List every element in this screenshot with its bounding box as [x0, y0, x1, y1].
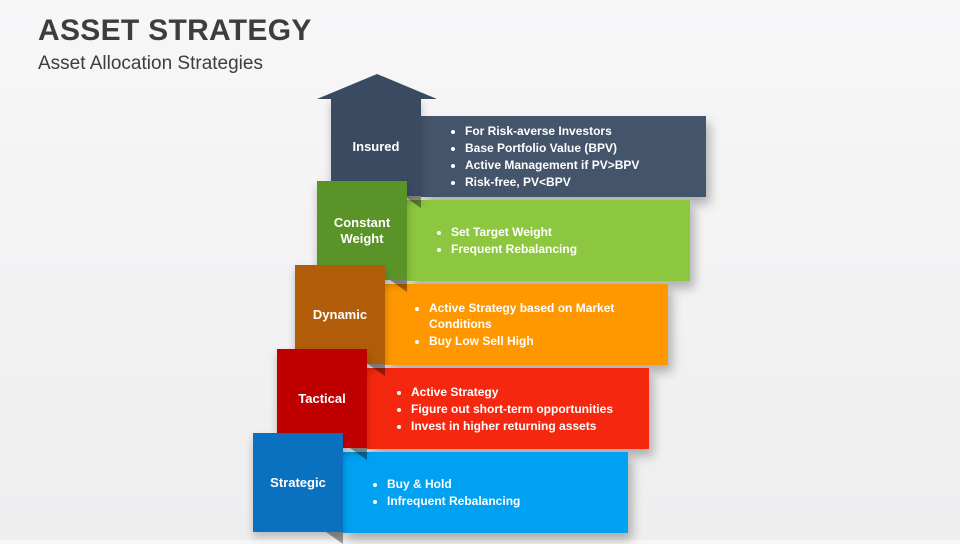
bullet-item: For Risk-averse Investors	[465, 123, 639, 139]
bullet-item: Buy Low Sell High	[429, 333, 658, 349]
tactical-label-box: Tactical	[277, 349, 367, 460]
level-label: Strategic	[270, 474, 326, 490]
bullet-item: Base Portfolio Value (BPV)	[465, 140, 639, 156]
bullet-item: Invest in higher returning assets	[411, 418, 613, 434]
dynamic-label-box: Dynamic	[295, 265, 385, 376]
bullet-item: Risk-free, PV<BPV	[465, 174, 639, 190]
bullet-item: Active Management if PV>BPV	[465, 157, 639, 173]
level-label: Tactical	[298, 390, 346, 406]
up-arrow-icon	[317, 74, 437, 99]
constant-weight-label-box: Constant Weight	[317, 181, 407, 292]
bullet-item: Active Strategy	[411, 384, 613, 400]
strategic-label-box: Strategic	[253, 433, 343, 544]
insured-bullets-panel: For Risk-averse Investors Base Portfolio…	[421, 116, 706, 197]
bullet-item: Figure out short-term opportunities	[411, 401, 613, 417]
level-label: Constant Weight	[333, 214, 391, 246]
insured-label-box: Insured	[331, 97, 421, 208]
slide-header: ASSET STRATEGY Asset Allocation Strategi…	[38, 14, 312, 76]
constant-weight-bullets-panel: Set Target Weight Frequent Rebalancing	[407, 200, 690, 281]
bullet-list: Active Strategy based on Market Conditio…	[385, 299, 668, 350]
page-subtitle: Asset Allocation Strategies	[38, 53, 263, 74]
bullet-item: Infrequent Rebalancing	[387, 493, 520, 509]
bullet-item: Active Strategy based on Market Conditio…	[429, 300, 658, 332]
bullet-item: Buy & Hold	[387, 476, 520, 492]
bullet-list: For Risk-averse Investors Base Portfolio…	[421, 122, 649, 191]
tactical-bullets-panel: Active Strategy Figure out short-term op…	[367, 368, 649, 449]
bullet-list: Set Target Weight Frequent Rebalancing	[407, 223, 587, 258]
bullet-item: Set Target Weight	[451, 224, 577, 240]
bullet-item: Frequent Rebalancing	[451, 241, 577, 257]
dynamic-bullets-panel: Active Strategy based on Market Conditio…	[385, 284, 668, 365]
bullet-list: Active Strategy Figure out short-term op…	[367, 383, 623, 435]
bullet-list: Buy & Hold Infrequent Rebalancing	[343, 475, 530, 510]
level-label: Dynamic	[312, 306, 368, 322]
page-title: ASSET STRATEGY	[38, 14, 312, 47]
level-label: Insured	[352, 138, 400, 154]
strategic-bullets-panel: Buy & Hold Infrequent Rebalancing	[343, 452, 628, 533]
